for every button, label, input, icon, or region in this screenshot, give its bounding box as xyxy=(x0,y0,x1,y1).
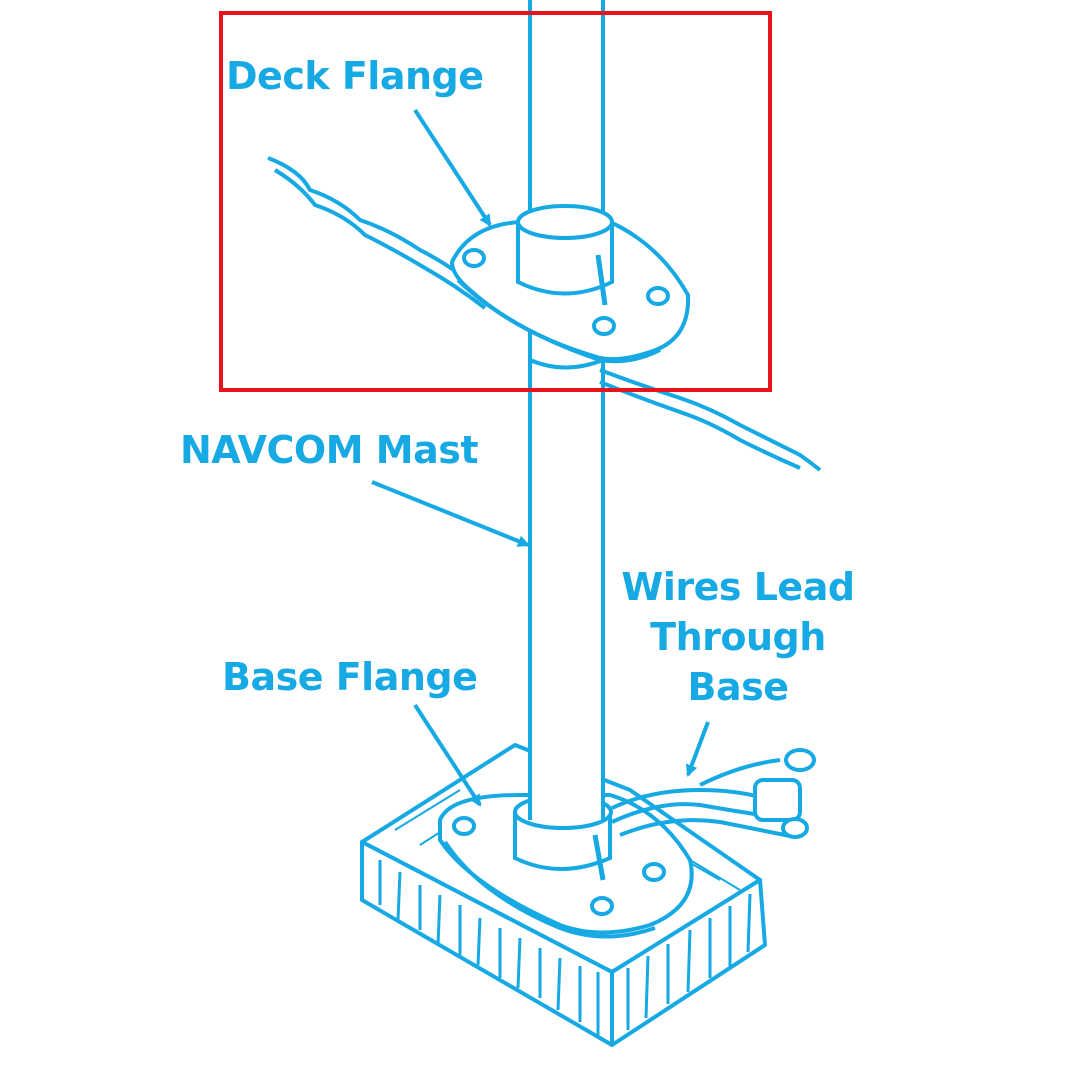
wires-label: Wires Lead Through Base xyxy=(604,562,872,712)
wires-label-line1: Wires Lead xyxy=(621,565,855,609)
deck-flange-arrow xyxy=(413,108,492,227)
mast-arrow xyxy=(371,480,530,547)
base-flange-arrow xyxy=(413,703,482,807)
wires-arrow xyxy=(685,721,710,777)
wires-label-line2: Through xyxy=(650,615,826,659)
wires-bundle xyxy=(611,748,816,839)
wires-label-line3: Base xyxy=(687,665,790,709)
mast-pole xyxy=(528,0,605,820)
leader-arrows xyxy=(371,108,710,807)
base-flange-label: Base Flange xyxy=(222,655,478,699)
highlight-box xyxy=(219,11,772,392)
deck-flange-label: Deck Flange xyxy=(226,54,484,98)
deck-flange-plate xyxy=(449,204,691,370)
navcom-mast-label: NAVCOM Mast xyxy=(180,428,479,472)
